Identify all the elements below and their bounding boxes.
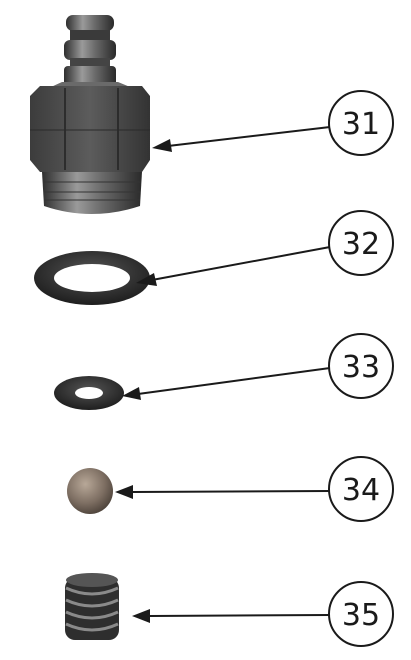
fitting-part	[30, 15, 150, 214]
large-o-ring-part	[34, 251, 150, 305]
callout-32: 32	[328, 210, 394, 276]
leader-line-32	[136, 246, 331, 286]
callout-31: 31	[328, 90, 394, 156]
small-o-ring-part	[54, 376, 124, 410]
callout-33: 33	[328, 333, 394, 399]
callout-35-label: 35	[342, 598, 380, 633]
leader-line-33	[122, 367, 331, 400]
callout-34-label: 34	[342, 473, 380, 508]
callout-31-label: 31	[342, 107, 380, 142]
callout-34: 34	[328, 456, 394, 522]
leader-line-34	[115, 485, 331, 499]
ball-part	[67, 468, 113, 514]
callout-32-label: 32	[342, 227, 380, 262]
spring-part	[65, 573, 119, 640]
leader-line-35	[132, 609, 331, 623]
callout-35: 35	[328, 581, 394, 647]
leader-line-31	[152, 126, 331, 152]
callout-33-label: 33	[342, 350, 380, 385]
